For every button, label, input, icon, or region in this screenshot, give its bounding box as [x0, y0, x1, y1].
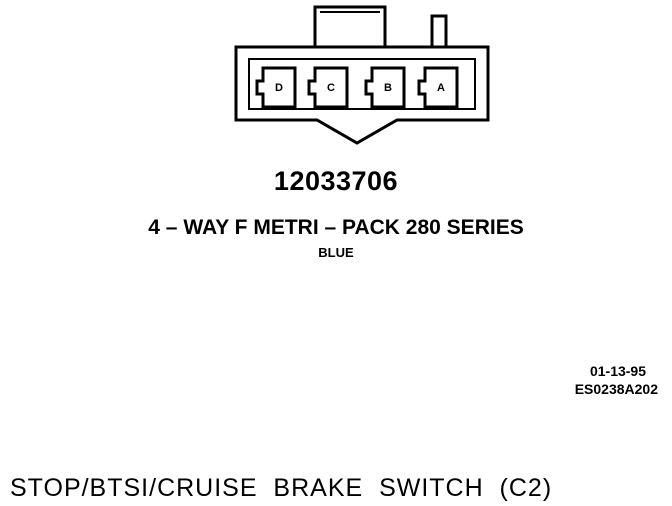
connector-housing-inner: [248, 58, 476, 110]
cavity-label-a: A: [437, 82, 445, 94]
cavity-label-b: B: [384, 82, 392, 94]
component-name: STOP/BTSI/CRUISE BRAKE SWITCH (C2): [10, 474, 553, 502]
cavity-c-outline: [307, 66, 349, 109]
cavity-a-outline: [417, 66, 459, 109]
cavity-b-outline: [364, 66, 406, 109]
cavity-d-outline: [255, 66, 297, 109]
cavity-label-c: C: [327, 82, 335, 94]
drawing-code: ES0238A202: [574, 381, 658, 397]
connector-latch-post: [430, 14, 448, 49]
connector-color: BLUE: [318, 245, 354, 260]
date-code: 01-13-95: [589, 363, 646, 379]
connector-description: 4 – WAY F METRI – PACK 280 SERIES: [148, 216, 524, 239]
cavity-label-d: D: [275, 82, 283, 94]
part-number: 12033706: [273, 166, 399, 196]
